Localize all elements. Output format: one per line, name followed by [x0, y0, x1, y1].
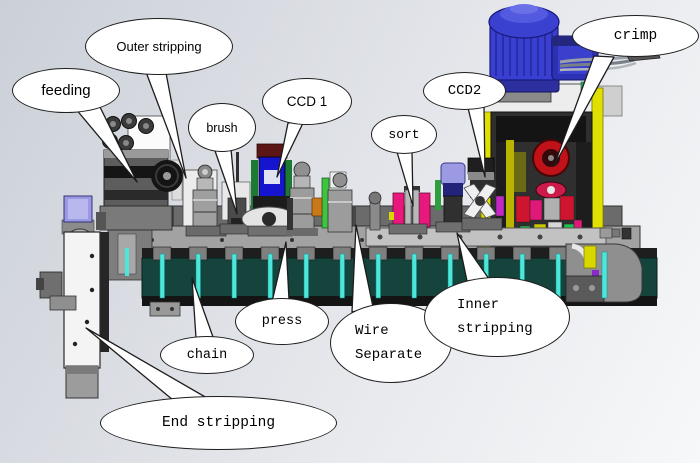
callout-inner-stripping-line2: stripping [457, 321, 533, 337]
callout-crimp: crimp [572, 15, 699, 57]
callout-press: press [235, 298, 329, 345]
ccd2-camera [435, 162, 471, 233]
callout-wire-separate-line2: Separate [355, 347, 423, 363]
inner-stripping-unit [461, 157, 503, 231]
callout-inner-stripping-line1: Inner [457, 297, 500, 313]
callout-crimp-label: crimp [613, 28, 658, 44]
outer-stripping-station [182, 164, 227, 237]
callout-leader-lines [74, 55, 615, 401]
leader-crimp [553, 55, 615, 167]
sort-station [368, 186, 431, 235]
callout-ccd2-label: CCD2 [447, 83, 482, 99]
callout-ccd2: CCD2 [423, 72, 506, 110]
callout-ccd1: CCD 1 [262, 78, 352, 125]
callout-chain-label: chain [186, 347, 228, 363]
ccd1-camera [241, 143, 297, 237]
callout-feeding-label: feeding [41, 82, 91, 99]
callout-outer-stripping-label: Outer stripping [116, 39, 202, 54]
callout-sort-label: sort [388, 127, 420, 142]
press-stations [286, 161, 353, 236]
feeding-station [96, 113, 183, 231]
callout-inner-stripping: Inner stripping [424, 277, 570, 357]
callout-sort: sort [371, 115, 437, 154]
callout-outer-stripping: Outer stripping [85, 18, 233, 75]
callout-end-stripping: End stripping [100, 396, 337, 450]
motor [488, 4, 661, 103]
callout-wire-separate-line1: Wire [355, 323, 389, 339]
callout-chain: chain [160, 336, 254, 374]
shaft [599, 227, 613, 239]
callout-brush: brush [188, 103, 256, 152]
outfeed-bracket [565, 243, 643, 303]
callout-press-label: press [261, 314, 303, 329]
callout-ccd1-label: CCD 1 [286, 94, 328, 109]
callout-end-stripping-label: End stripping [161, 415, 276, 431]
callout-feeding: feeding [12, 68, 120, 113]
callout-brush-label: brush [206, 120, 238, 135]
